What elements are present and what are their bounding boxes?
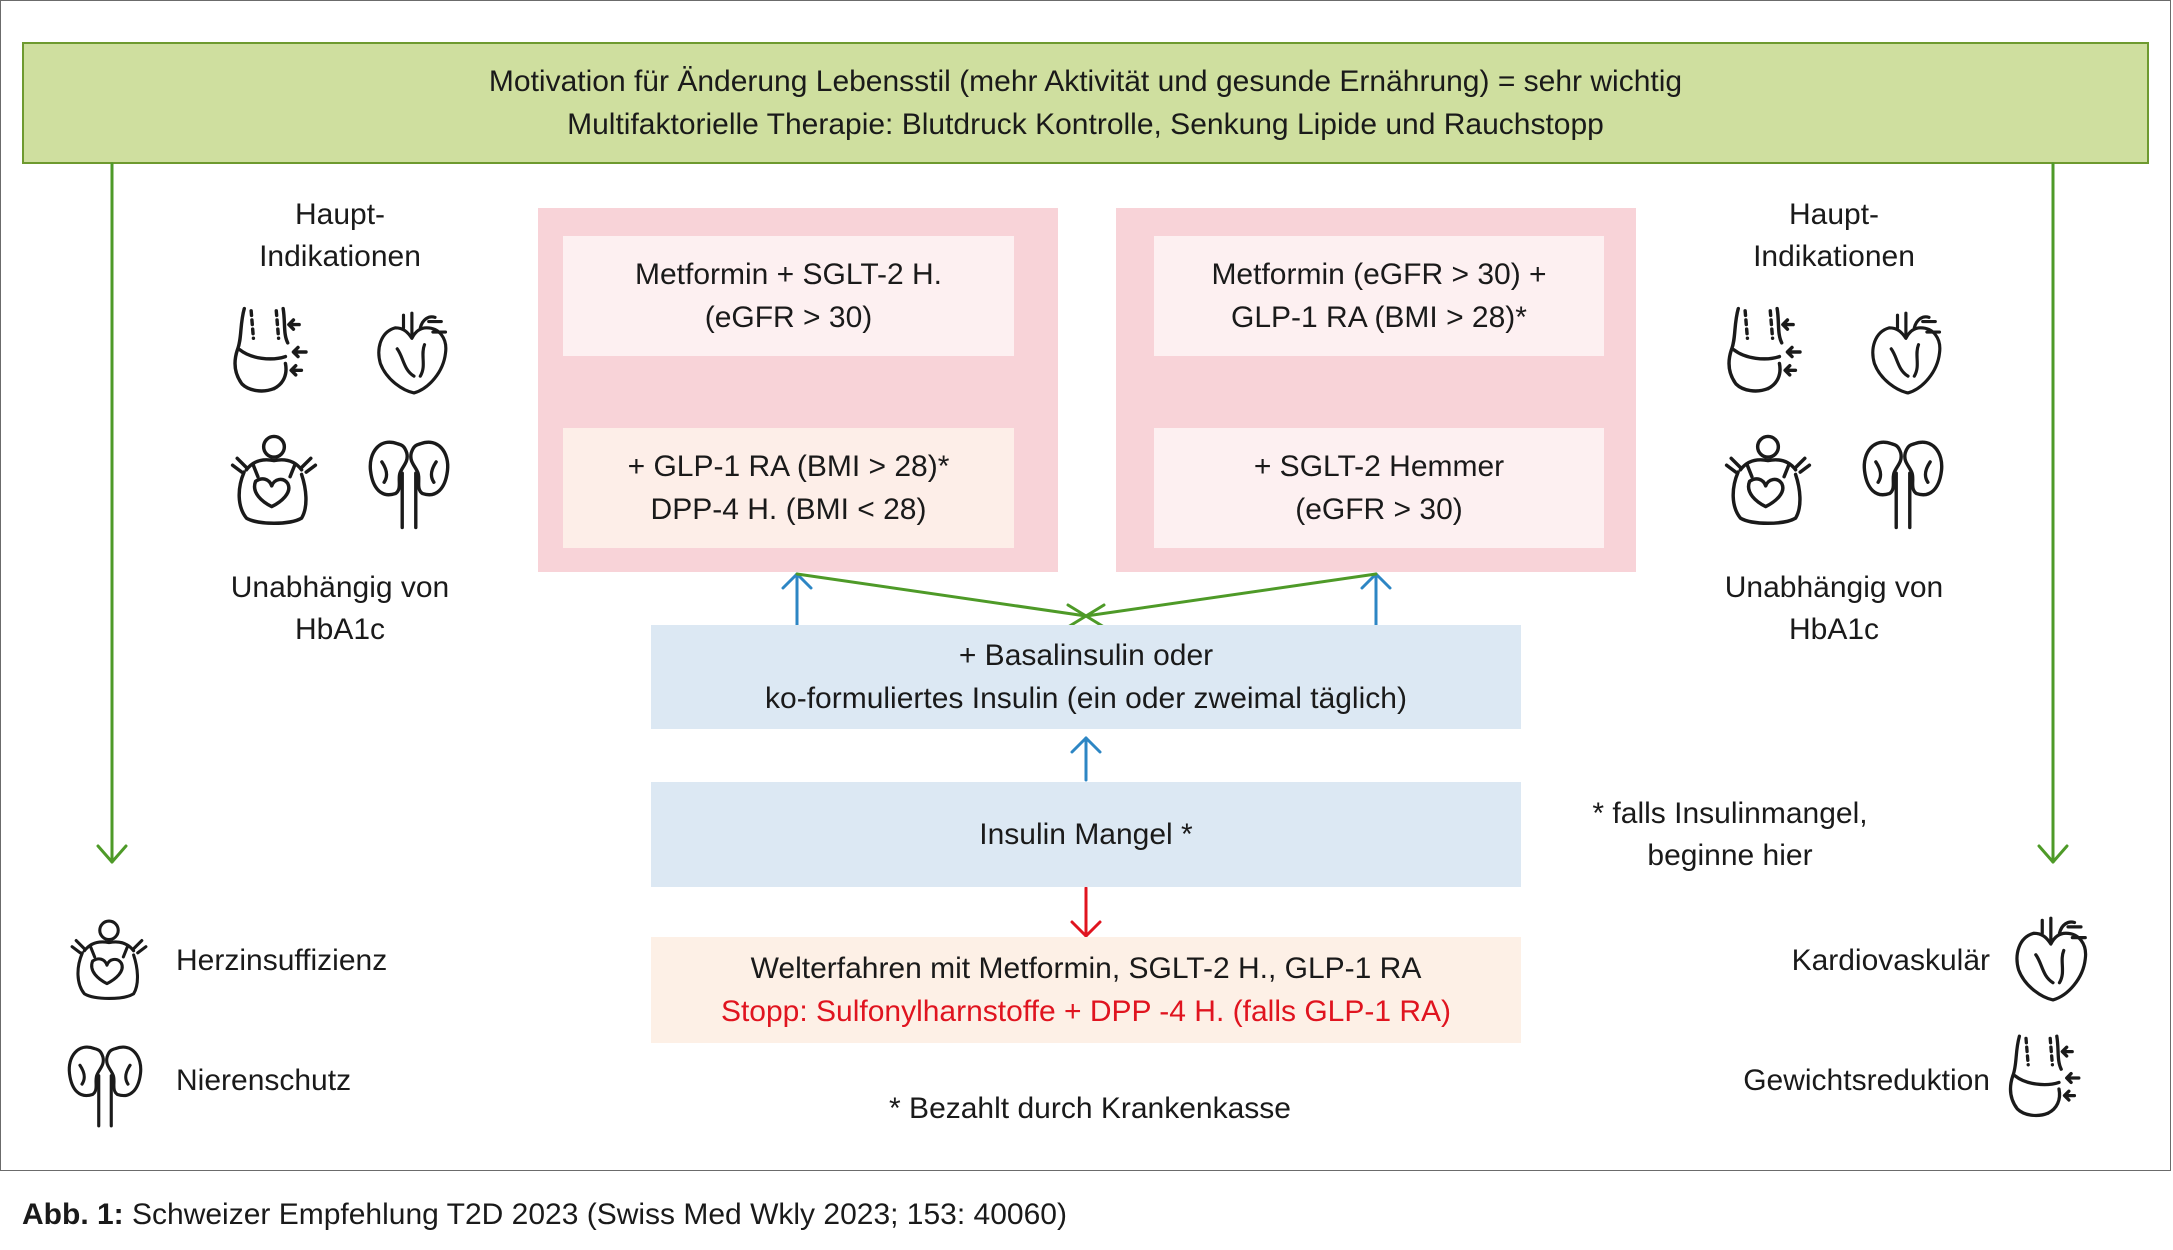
figure-frame bbox=[0, 0, 2171, 1171]
paid-note: * Bezahlt durch Krankenkasse bbox=[889, 1092, 1291, 1125]
outcome-kidney-protection: Nierenschutz bbox=[176, 1064, 352, 1097]
left-footer-line-1: Unabhängig von bbox=[230, 571, 450, 604]
insulin-note-line-1: * falls Insulinmangel, bbox=[1592, 797, 1868, 830]
kidney-icon bbox=[362, 428, 456, 532]
right-heading-line-1: Haupt- bbox=[1788, 198, 1880, 231]
right-panel-top-line-2: GLP-1 RA (BMI > 28)* bbox=[1231, 301, 1527, 334]
right-panel-bottom-box: + SGLT-2 Hemmer (eGFR > 30) bbox=[1154, 428, 1604, 548]
left-panel-top-line-1: Metformin + SGLT-2 H. bbox=[634, 258, 943, 291]
basal-line-2: ko-formuliertes Insulin (ein oder zweima… bbox=[765, 682, 1407, 715]
outcome-cardiovascular: Kardiovaskulär bbox=[1791, 944, 1990, 977]
banner-line-2: Multifaktorielle Therapie: Blutdruck Kon… bbox=[567, 108, 1604, 141]
heart-icon bbox=[372, 304, 456, 400]
left-branch-arrowhead bbox=[96, 844, 128, 864]
continue-line: Welterfahren mit Metformin, SGLT-2 H., G… bbox=[750, 952, 1422, 985]
continue-stop-box: Welterfahren mit Metformin, SGLT-2 H., G… bbox=[651, 937, 1521, 1043]
heart-icon bbox=[2010, 910, 2096, 1006]
caption-text: Schweizer Empfehlung T2D 2023 (Swiss Med… bbox=[123, 1198, 1067, 1231]
right-panel-top-line-1: Metformin (eGFR > 30) + bbox=[1211, 258, 1547, 291]
left-heading-line-1: Haupt- bbox=[294, 198, 386, 231]
left-panel-bottom-line-1: + GLP-1 RA (BMI > 28)* bbox=[627, 450, 950, 483]
right-panel-to-basal-line bbox=[1084, 572, 1378, 618]
right-branch-arrowhead bbox=[2037, 844, 2069, 864]
banner-line-1: Motivation für Änderung Lebensstil (mehr… bbox=[488, 65, 1683, 98]
insulin-mangel-box: Insulin Mangel * bbox=[651, 782, 1521, 887]
caption-label: Abb. 1: bbox=[22, 1198, 124, 1231]
right-hba1c-note: Unabhängig von HbA1c bbox=[1684, 567, 1984, 651]
insulin-note-line-2: beginne hier bbox=[1647, 839, 1813, 872]
basal-insulin-box: + Basalinsulin oder ko-formuliertes Insu… bbox=[651, 625, 1521, 729]
right-footer-line-2: HbA1c bbox=[1788, 613, 1880, 646]
left-footer-line-2: HbA1c bbox=[294, 613, 386, 646]
outcome-heart-failure: Herzinsuffizienz bbox=[176, 944, 388, 977]
insulin-mangel-label: Insulin Mangel * bbox=[979, 818, 1193, 851]
person-heart-icon bbox=[68, 912, 150, 1006]
stop-line: Stopp: Sulfonylharnstoffe + DPP -4 H. (f… bbox=[720, 995, 1452, 1028]
left-panel-top-line-2: (eGFR > 30) bbox=[704, 301, 873, 334]
right-footer-line-1: Unabhängig von bbox=[1724, 571, 1944, 604]
outcome-weight-reduction: Gewichtsreduktion bbox=[1743, 1064, 1990, 1097]
person-heart-icon bbox=[1722, 430, 1814, 528]
waist-icon bbox=[1722, 304, 1814, 400]
right-panel-bottom-line-2: (eGFR > 30) bbox=[1295, 493, 1463, 526]
right-indications-heading: Haupt- Indikationen bbox=[1694, 194, 1974, 278]
left-panel-bottom-line-2: DPP-4 H. (BMI < 28) bbox=[650, 493, 927, 526]
left-indications-heading: Haupt- Indikationen bbox=[200, 194, 480, 278]
left-panel-to-basal-line bbox=[795, 572, 1088, 618]
figure-caption: Abb. 1: Schweizer Empfehlung T2D 2023 (S… bbox=[22, 1195, 1067, 1235]
left-hba1c-note: Unabhängig von HbA1c bbox=[190, 567, 490, 651]
left-panel-bottom-box: + GLP-1 RA (BMI > 28)* DPP-4 H. (BMI < 2… bbox=[563, 428, 1014, 548]
kidney-icon bbox=[62, 1034, 148, 1130]
heart-icon bbox=[1866, 304, 1950, 400]
right-panel-bottom-line-1: + SGLT-2 Hemmer bbox=[1253, 450, 1505, 483]
left-panel-top-box: Metformin + SGLT-2 H. (eGFR > 30) bbox=[563, 236, 1014, 356]
lifestyle-banner: Motivation für Änderung Lebensstil (mehr… bbox=[22, 42, 2149, 164]
basal-line-1: + Basalinsulin oder bbox=[958, 639, 1214, 672]
right-panel-top-box: Metformin (eGFR > 30) + GLP-1 RA (BMI > … bbox=[1154, 236, 1604, 356]
waist-icon bbox=[228, 304, 320, 400]
waist-icon bbox=[2004, 1030, 2092, 1126]
insulin-deficiency-note: * falls Insulinmangel, beginne hier bbox=[1540, 793, 1920, 877]
left-heading-line-2: Indikationen bbox=[259, 240, 421, 273]
kidney-icon bbox=[1856, 428, 1950, 532]
right-heading-line-2: Indikationen bbox=[1753, 240, 1915, 273]
person-heart-icon bbox=[228, 430, 320, 528]
